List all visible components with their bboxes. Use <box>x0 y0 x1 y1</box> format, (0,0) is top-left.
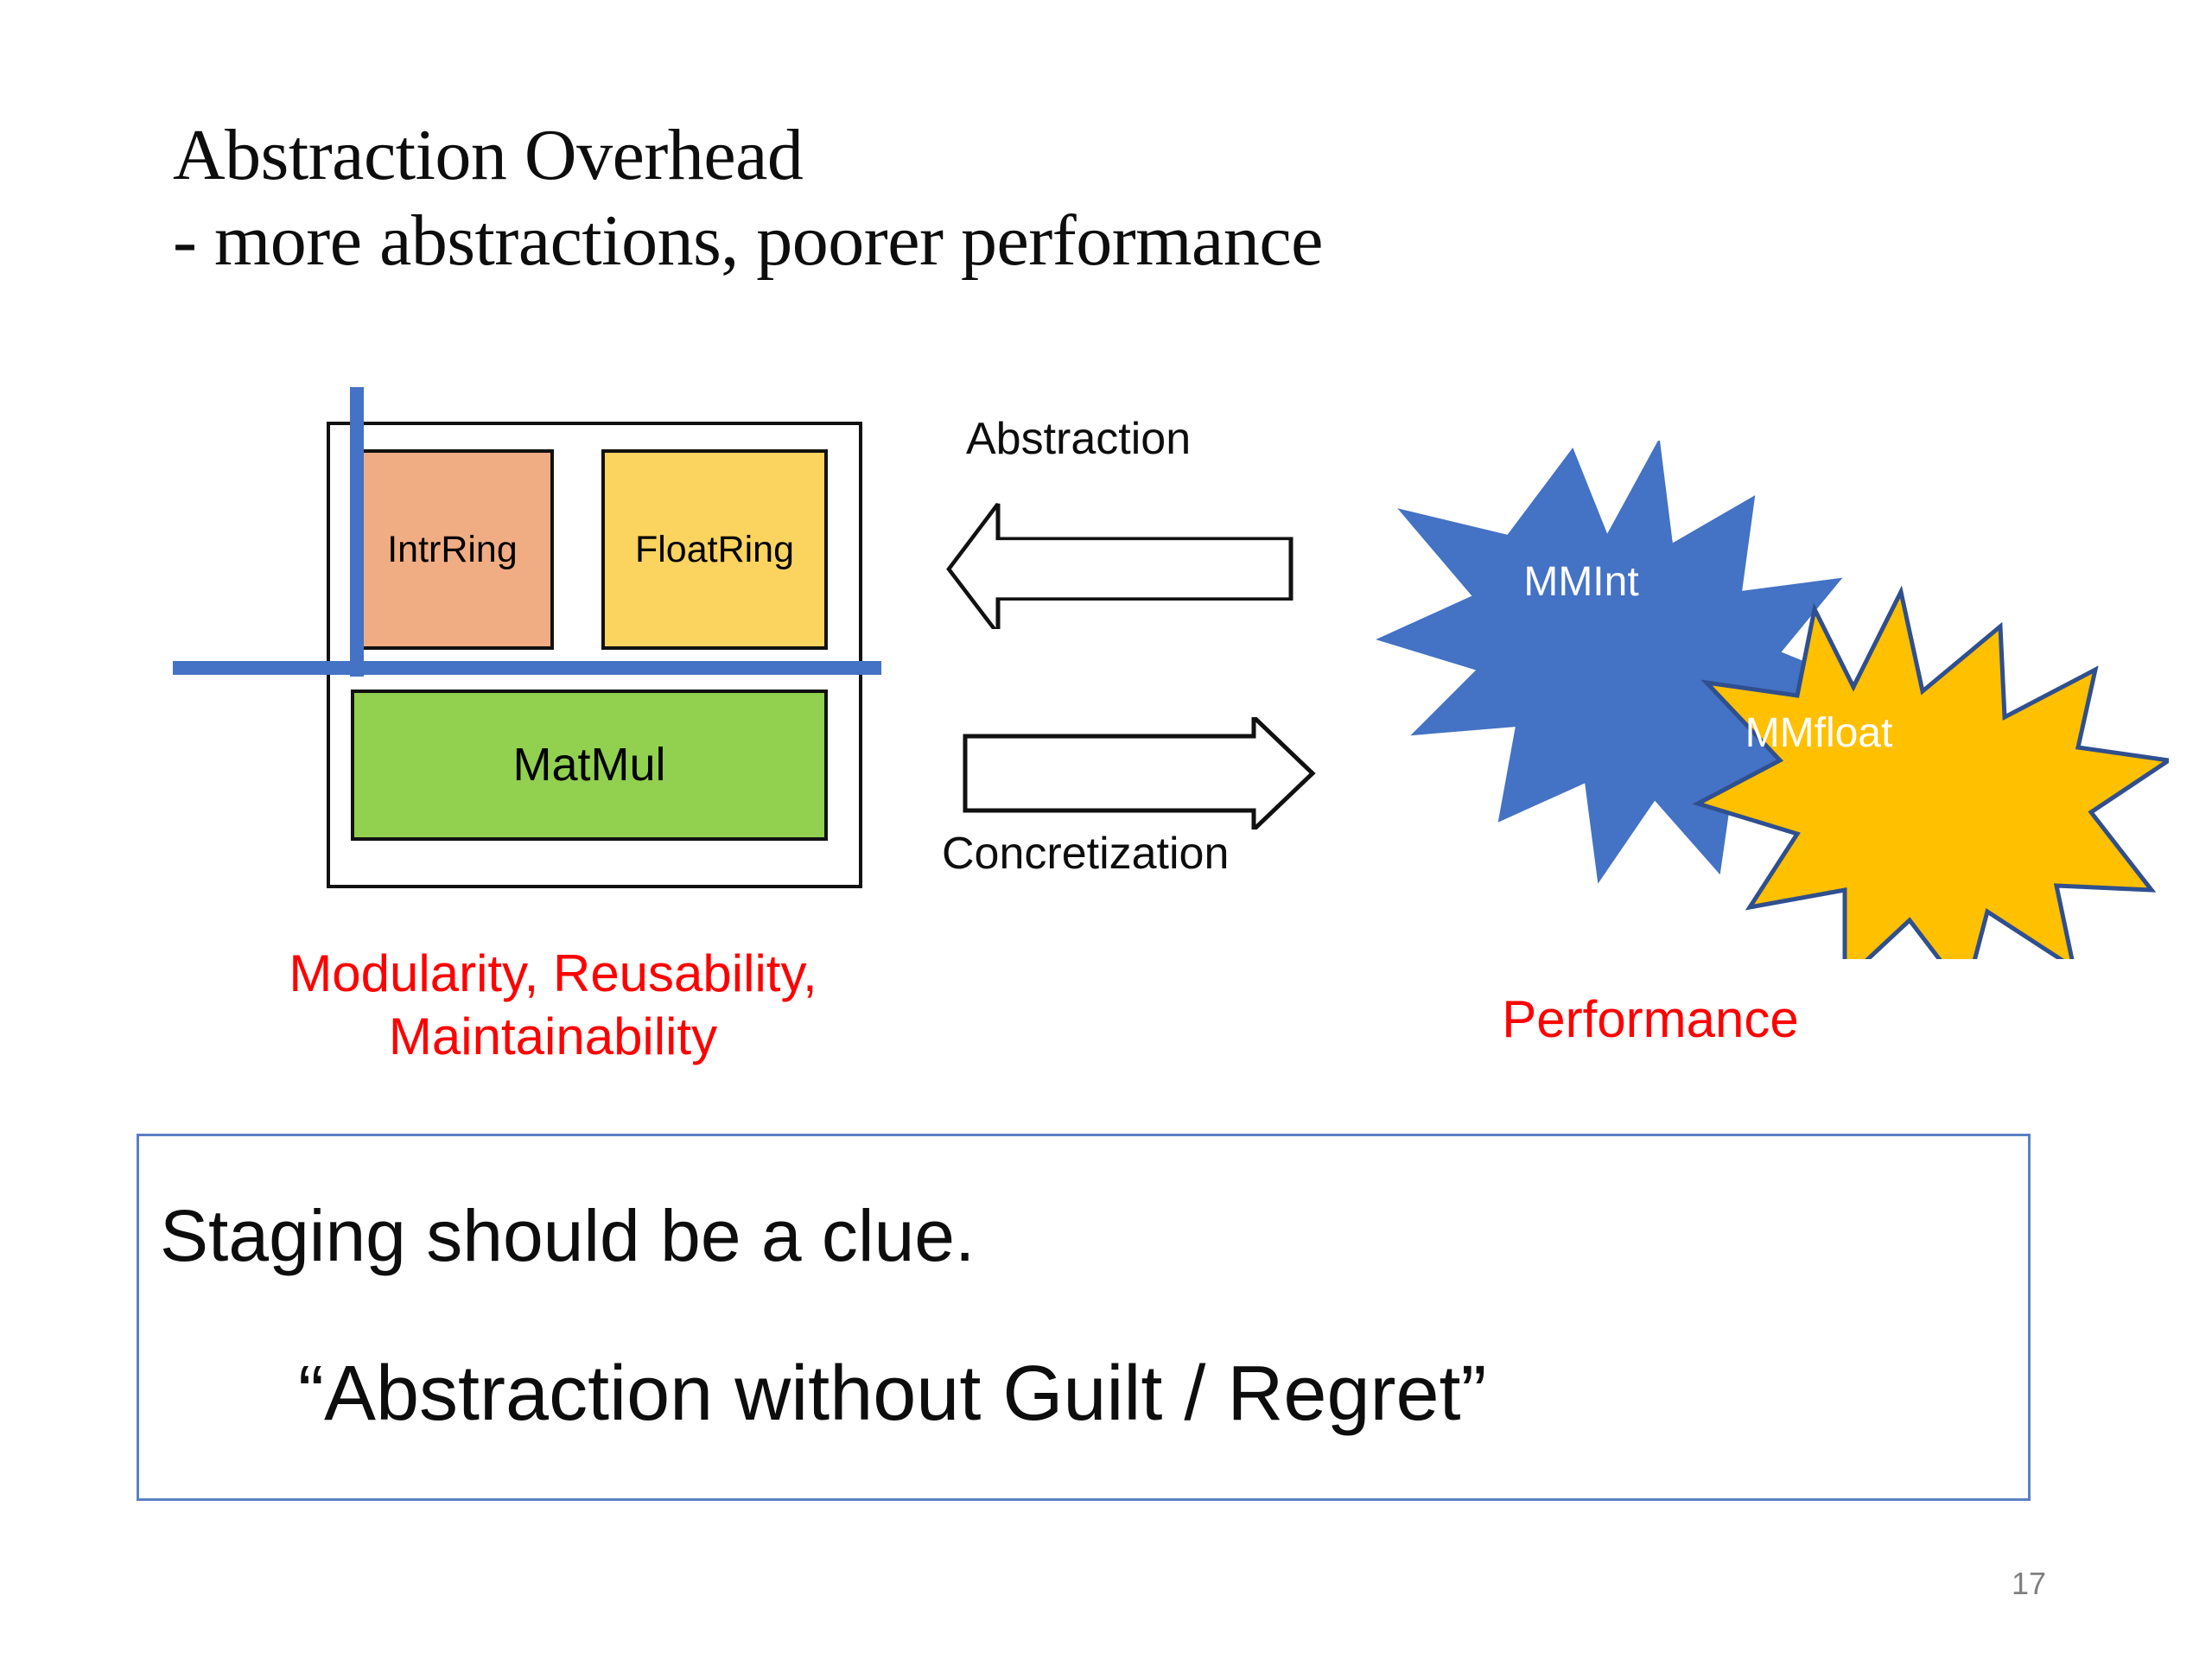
page-title: Abstraction Overhead - more abstractions… <box>173 112 1987 283</box>
staging-line-vertical <box>350 387 364 677</box>
star-label-mmfloat: MMfloat <box>1745 710 1893 756</box>
caption-modularity: Modularity, Reusability, Maintainability <box>164 942 942 1068</box>
concretization-arrow-label: Concretization <box>942 829 1230 879</box>
star-mmfloat-icon <box>1692 585 2169 959</box>
caption-modularity-line-1: Modularity, Reusability, <box>289 944 817 1002</box>
callout-box <box>137 1134 2031 1501</box>
abstraction-arrow-icon <box>946 503 1294 629</box>
staging-lines <box>173 387 881 888</box>
callout-line-1: Staging should be a clue. <box>160 1195 976 1276</box>
abstraction-arrow-label: Abstraction <box>966 414 1192 464</box>
caption-modularity-line-2: Maintainability <box>388 1007 718 1066</box>
page-title-line-2: - more abstractions, poorer performance <box>173 200 1323 282</box>
star-mmint-icon <box>1376 441 1878 884</box>
module-box-matmul[interactable]: MatMul <box>351 690 828 841</box>
concretization-arrow-icon <box>963 717 1316 830</box>
page-title-line-1: Abstraction Overhead <box>173 115 804 195</box>
star-label-mmint: MMInt <box>1523 559 1639 605</box>
caption-performance: Performance <box>1502 990 1799 1048</box>
callout-line-2: “Abstraction without Guilt / Regret” <box>298 1351 1487 1437</box>
module-box-floatring[interactable]: FloatRing <box>601 449 828 650</box>
explosion-stars <box>1376 441 2169 959</box>
module-box-intring[interactable]: IntrRing <box>351 449 554 650</box>
staging-line-horizontal <box>173 661 881 675</box>
module-diagram: IntrRing FloatRing MatMul <box>327 422 862 888</box>
page-number: 17 <box>2012 1566 2047 1601</box>
